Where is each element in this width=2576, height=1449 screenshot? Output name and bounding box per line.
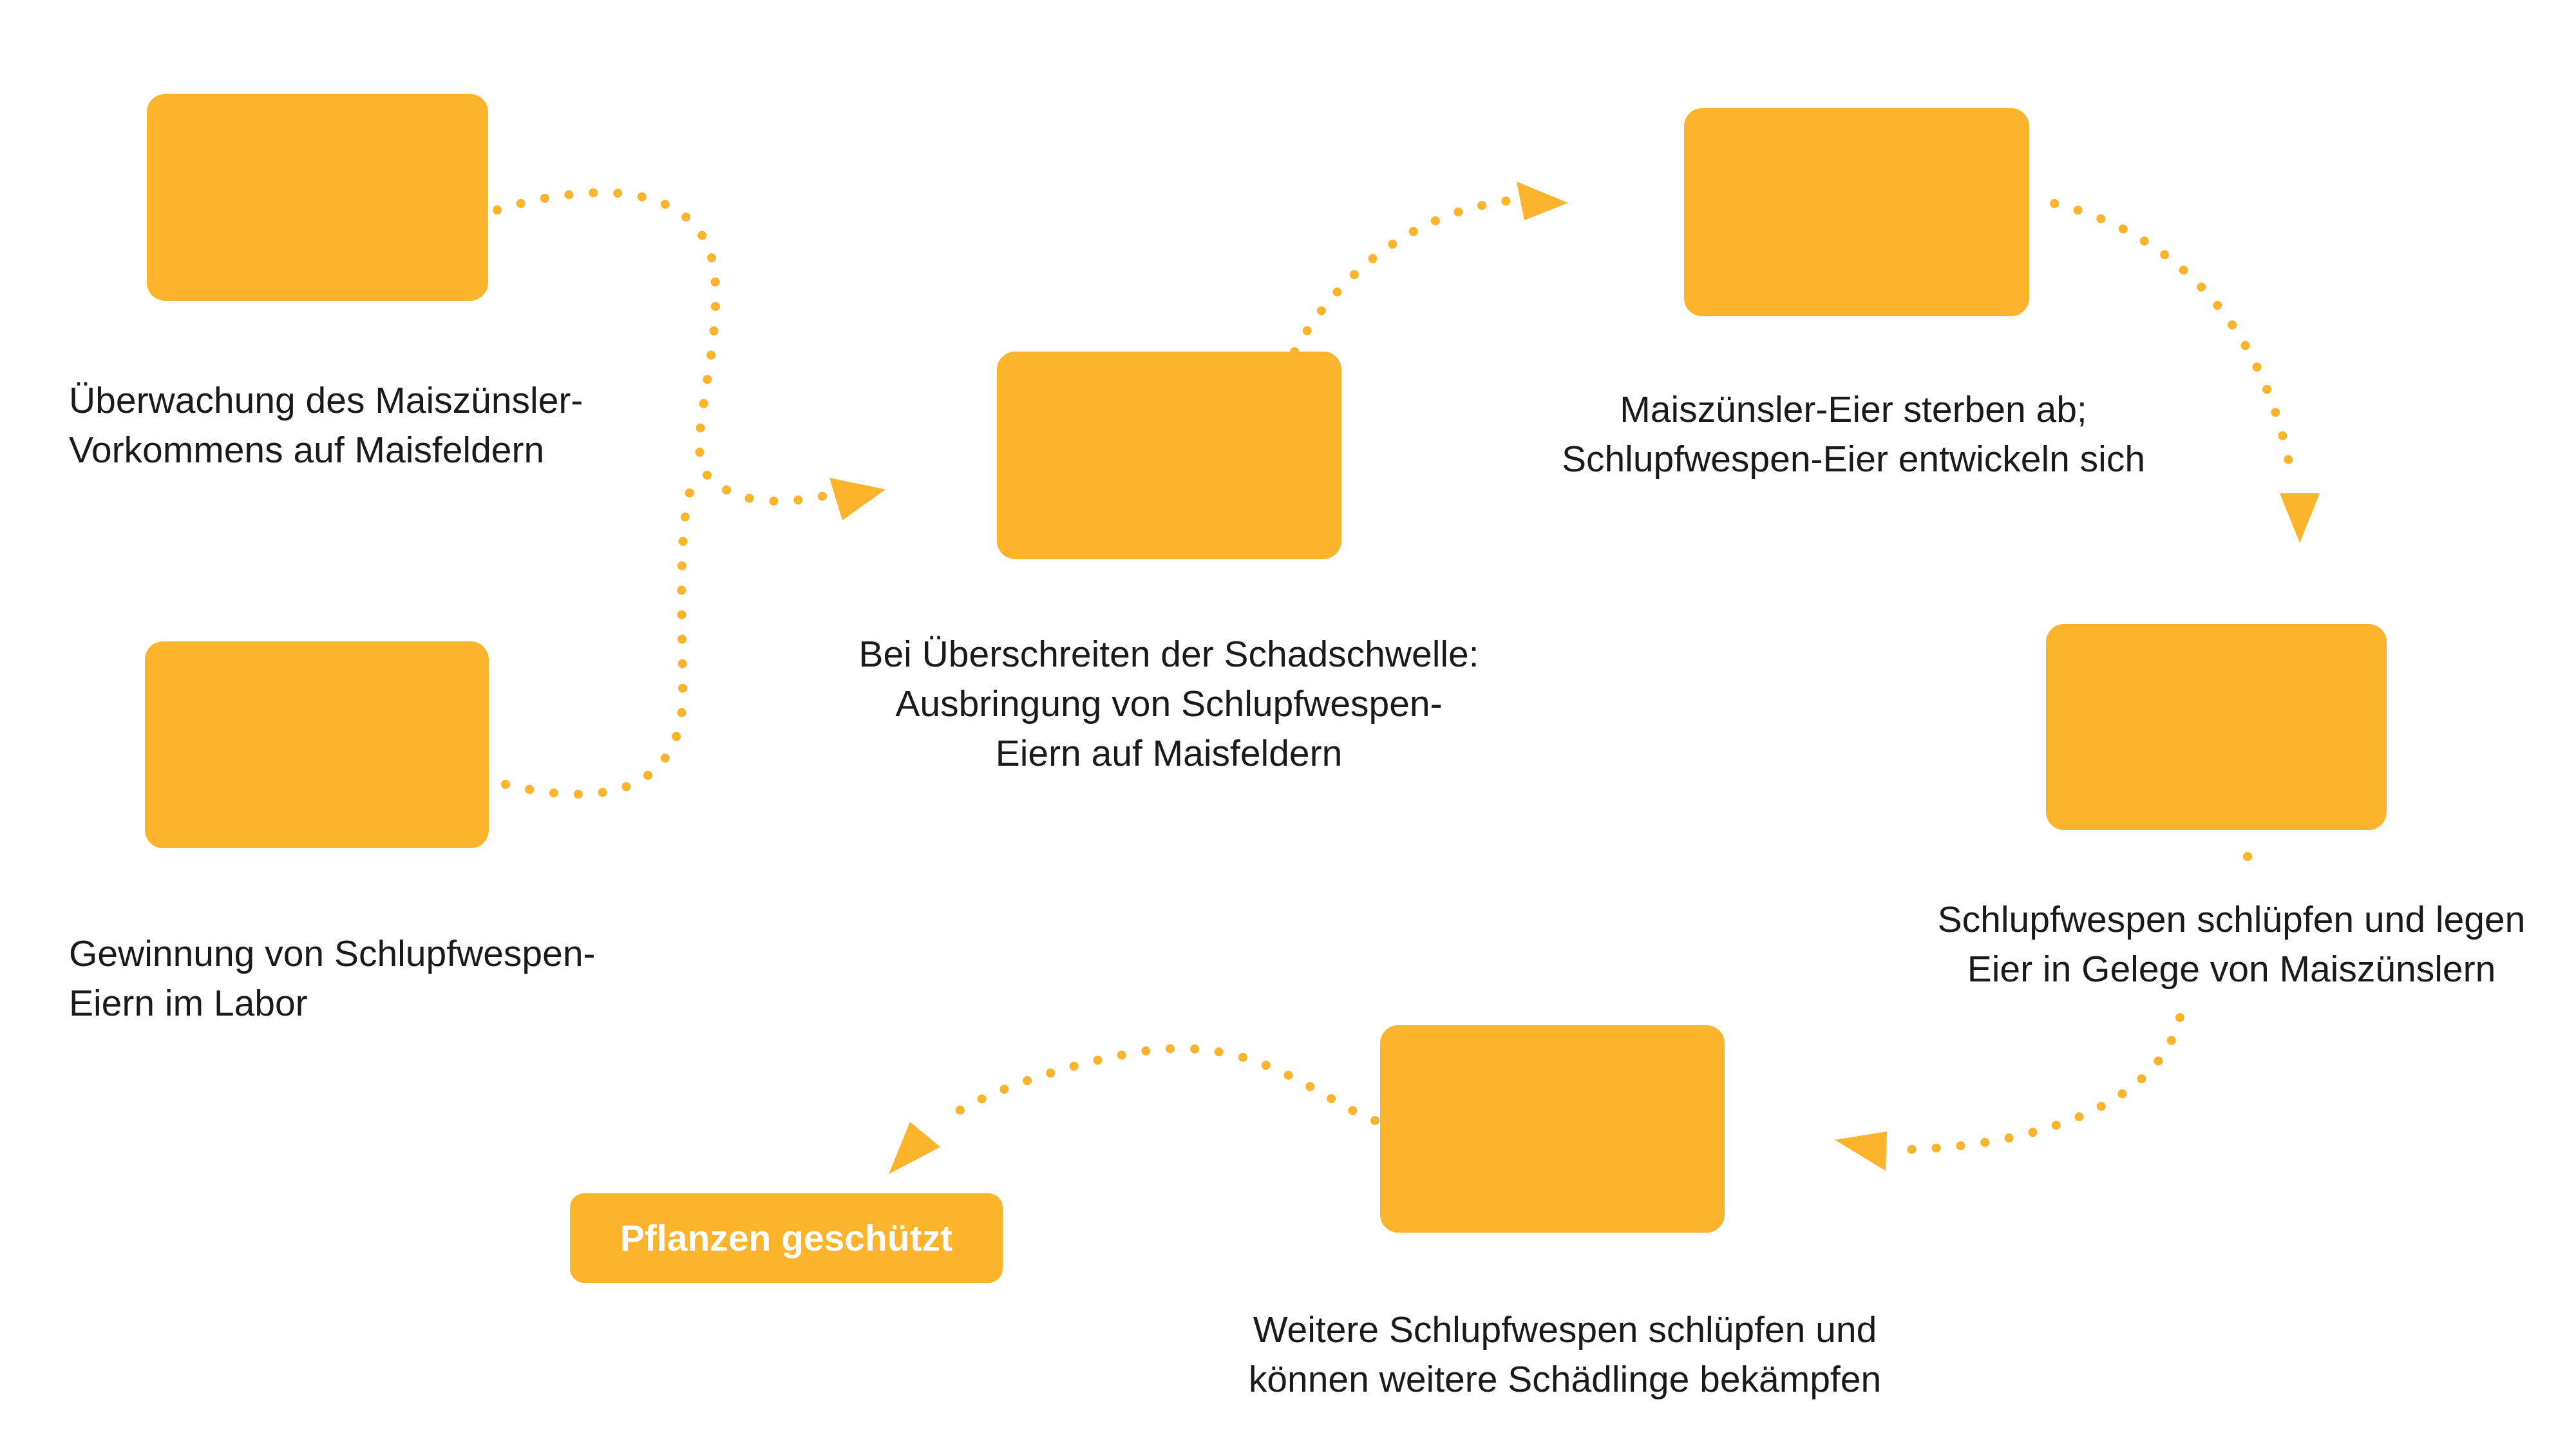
release-box: [997, 352, 1341, 559]
egg-development-caption: Maiszünsler-Eier sterben ab; Schlupfwesp…: [1562, 385, 2145, 484]
caption-line: können weitere Schädlinge bekämpfen: [1248, 1359, 1882, 1400]
caption-line: Bei Überschreiten der Schadschwelle:: [858, 634, 1479, 675]
caption-line: Eiern im Labor: [69, 983, 308, 1024]
final-label: Pflanzen geschützt: [620, 1217, 953, 1259]
monitoring-box: [147, 94, 488, 301]
arrow-head-to-further: [1835, 1132, 1887, 1171]
further-control-caption: Weitere Schlupfwespen schlüpfen und könn…: [1249, 1305, 1881, 1405]
connector-further-to-final: [936, 1044, 1379, 1128]
caption-line: Maiszünsler-Eier sterben ab;: [1620, 389, 2087, 430]
arrow-head-to-eggs: [1517, 182, 1568, 220]
further-control-box: [1380, 1025, 1725, 1233]
hatching-box: [2046, 624, 2387, 830]
arrow-head-to-release: [829, 478, 886, 520]
caption-line: Eiern auf Maisfeldern: [995, 733, 1343, 774]
lab-production-caption: Gewinnung von Schlupfwespen- Eiern im La…: [69, 929, 596, 1028]
release-caption: Bei Überschreiten der Schadschwelle: Aus…: [858, 630, 1479, 779]
caption-line: Schlupfwespen-Eier entwickeln sich: [1561, 439, 2146, 480]
monitoring-caption: Überwachung des Maiszünsler- Vorkommens …: [69, 376, 583, 475]
connector-monitoring-to-release: [493, 188, 829, 506]
connector-lab-to-release: [501, 472, 700, 799]
arrow-head-to-final: [889, 1122, 940, 1174]
caption-line: Weitere Schlupfwespen schlüpfen und: [1253, 1309, 1877, 1350]
caption-line: Gewinnung von Schlupfwespen-: [69, 933, 596, 974]
connector-hatching-to-further: [1902, 852, 2252, 1154]
caption-line: Ausbringung von Schlupfwespen-: [895, 683, 1443, 724]
final-box: [570, 1193, 1003, 1283]
arrow-head-to-hatching: [2280, 493, 2320, 543]
caption-line: Überwachung des Maiszünsler-: [69, 380, 583, 421]
caption-line: Schlupfwespen schlüpfen und legen: [1937, 899, 2526, 940]
connector-release-to-eggs: [1290, 196, 1511, 356]
caption-line: Eier in Gelege von Maiszünslern: [1967, 949, 2496, 990]
lab-production-box: [145, 641, 489, 848]
connector-eggs-to-hatching: [2050, 199, 2297, 488]
egg-development-box: [1684, 108, 2029, 316]
hatching-caption: Schlupfwespen schlüpfen und legen Eier i…: [1938, 895, 2526, 994]
caption-line: Vorkommens auf Maisfeldern: [69, 430, 545, 471]
